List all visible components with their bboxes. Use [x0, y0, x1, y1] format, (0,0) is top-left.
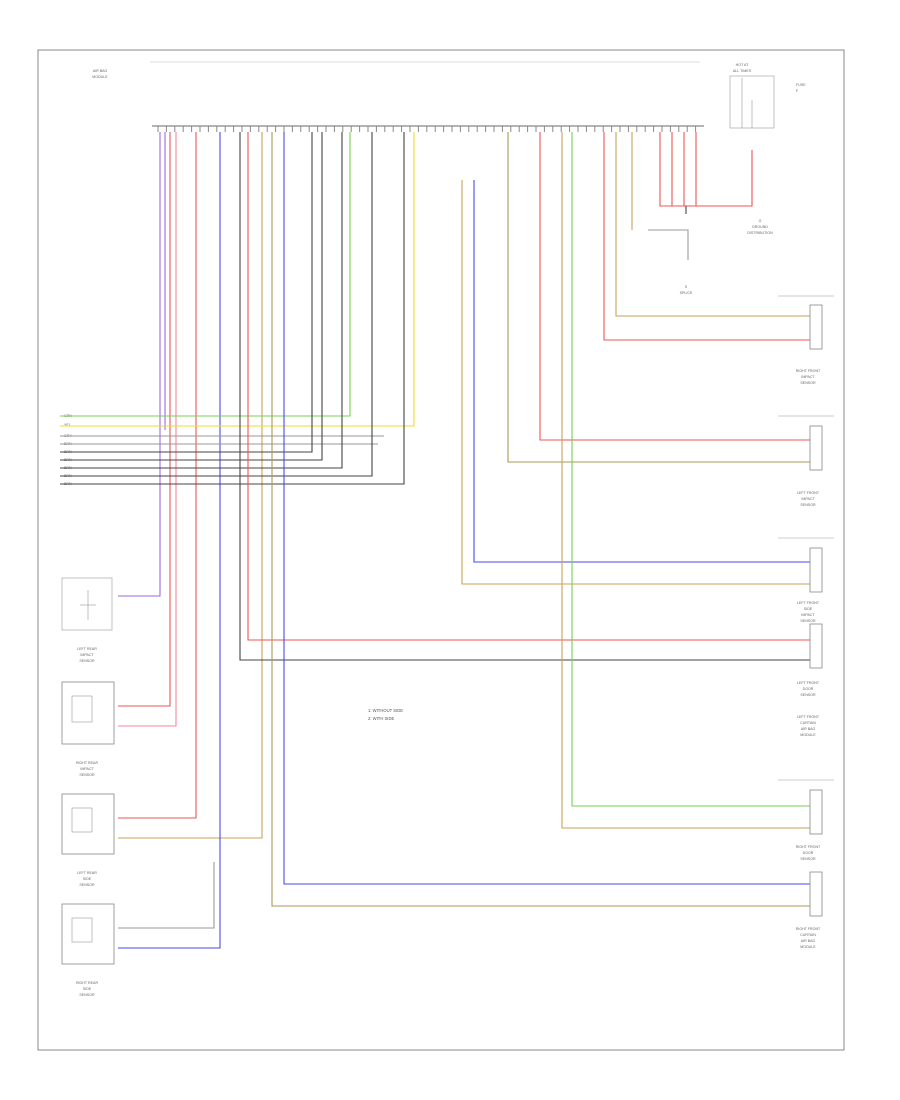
svg-text:IMPACT: IMPACT	[801, 375, 815, 379]
wire-trace	[118, 132, 263, 839]
right-rear-side-sensor: RIGHT REAR SIDE SENSOR	[61, 903, 115, 997]
wire-trace	[60, 132, 343, 469]
svg-text:SENSOR: SENSOR	[800, 693, 816, 697]
svg-text:SIDE: SIDE	[83, 877, 92, 881]
svg-text:DOOR: DOOR	[803, 851, 814, 855]
svg-text:SENSOR: SENSOR	[800, 503, 816, 507]
left-rear-impact-sensor: LEFT REAR IMPACT SENSOR	[61, 577, 113, 663]
wire-trace	[271, 132, 810, 907]
svg-text:MODULE: MODULE	[800, 733, 816, 737]
label-left-front-seat-sensor: LEFT FRONT SIDE IMPACT SENSOR	[797, 601, 820, 623]
label-left-front-impact-sensor: LEFT FRONT IMPACT SENSOR	[797, 491, 820, 507]
svg-text:SENSOR: SENSOR	[800, 619, 816, 623]
wire-trace	[648, 229, 689, 260]
fuse-label-2: F	[796, 89, 799, 93]
wire-trace	[659, 132, 753, 207]
svg-text:IMPACT: IMPACT	[801, 497, 815, 501]
wire-trace	[461, 180, 810, 585]
wire-trace	[539, 132, 810, 441]
wire-trace	[118, 132, 171, 707]
svg-text:RIGHT FRONT: RIGHT FRONT	[796, 845, 821, 849]
connector-left-front-curtain	[809, 623, 823, 669]
svg-text:LEFT FRONT: LEFT FRONT	[797, 681, 820, 685]
svg-text:SENSOR: SENSOR	[79, 659, 95, 663]
svg-text:LEFT FRONT: LEFT FRONT	[797, 715, 820, 719]
splice-label-1: S	[685, 285, 688, 289]
connector-left-front-door	[778, 537, 834, 593]
svg-text:LEFT REAR: LEFT REAR	[77, 871, 97, 875]
connector-right-front-curtain	[809, 871, 823, 917]
bus-label: YEL	[64, 423, 71, 427]
svg-text:SIDE: SIDE	[804, 607, 813, 611]
wire-trace	[473, 180, 810, 563]
module-title-line-2: MODULE	[92, 75, 108, 79]
wire-trace	[507, 132, 810, 463]
label-left-front-door-sensor: LEFT FRONT DOOR SENSOR	[797, 681, 820, 697]
right-rear-impact-sensor: RIGHT REAR IMPACT SENSOR	[61, 681, 115, 777]
connector-right-front-impact	[778, 295, 834, 350]
svg-text:SENSOR: SENSOR	[800, 381, 816, 385]
wire-trace	[615, 132, 810, 317]
ground-label-3: DISTRIBUTION	[747, 231, 773, 235]
diagram-frame	[37, 49, 845, 1051]
svg-text:SENSOR: SENSOR	[79, 773, 95, 777]
svg-text:RIGHT FRONT: RIGHT FRONT	[796, 927, 821, 931]
svg-text:SENSOR: SENSOR	[79, 993, 95, 997]
svg-text:RIGHT REAR: RIGHT REAR	[76, 761, 99, 765]
fuse-title-line-2: ALL TIMES	[733, 69, 752, 73]
ground-label-2: GROUND	[752, 225, 768, 229]
svg-text:LEFT REAR: LEFT REAR	[77, 647, 97, 651]
svg-text:LEFT FRONT: LEFT FRONT	[797, 491, 820, 495]
fuse-title-line-1: HOT AT	[736, 63, 749, 67]
label-right-front-curtain: RIGHT FRONT CURTAIN AIR BAG MODULE	[796, 927, 821, 949]
svg-text:MODULE: MODULE	[800, 945, 816, 949]
legend-line-2: 2: WITH SIDE	[368, 716, 394, 721]
wire-trace	[603, 132, 810, 341]
svg-text:IMPACT: IMPACT	[80, 653, 94, 657]
svg-text:RIGHT REAR: RIGHT REAR	[76, 981, 99, 985]
wire-trace	[239, 132, 810, 661]
wire-trace	[561, 132, 810, 829]
svg-text:DOOR: DOOR	[803, 687, 814, 691]
svg-text:RIGHT FRONT: RIGHT FRONT	[796, 369, 821, 373]
connector-right-front-door	[778, 779, 834, 835]
fuse-label-1: FUSE	[796, 83, 806, 87]
wire-trace	[118, 132, 177, 727]
svg-text:IMPACT: IMPACT	[80, 767, 94, 771]
svg-text:SENSOR: SENSOR	[800, 857, 816, 861]
wires	[60, 126, 810, 949]
svg-text:AIR BAG: AIR BAG	[801, 727, 816, 731]
label-right-front-door-sensor: RIGHT FRONT DOOR SENSOR	[796, 845, 821, 861]
svg-text:CURTAIN: CURTAIN	[800, 933, 816, 937]
wire-trace	[60, 132, 415, 427]
ground-label-1: G	[759, 219, 762, 223]
legend-line-1: 1: WITHOUT SIDE	[368, 708, 403, 713]
wire-trace	[60, 132, 351, 417]
left-rear-side-sensor: LEFT REAR SIDE SENSOR	[61, 793, 115, 887]
svg-text:LEFT FRONT: LEFT FRONT	[797, 601, 820, 605]
connector-left-front-impact	[778, 415, 834, 471]
wire-trace	[283, 132, 810, 885]
wire-trace	[247, 132, 810, 641]
wire-trace	[571, 132, 810, 807]
wire-trace	[60, 132, 405, 485]
svg-text:AIR BAG: AIR BAG	[801, 939, 816, 943]
wire-trace	[118, 132, 197, 819]
wire-trace	[118, 132, 161, 597]
splice-label-2: SPLICE	[680, 291, 693, 295]
wire-trace	[60, 132, 313, 453]
label-right-front-impact-sensor: RIGHT FRONT IMPACT SENSOR	[796, 369, 821, 385]
module-title-line-1: AIR BAG	[93, 69, 108, 73]
svg-text:IMPACT: IMPACT	[801, 613, 815, 617]
svg-text:SENSOR: SENSOR	[79, 883, 95, 887]
bus-labels: GRN YEL GRY BRN BRN BRN BRN BRN BRN	[64, 414, 72, 486]
wire-trace	[118, 862, 215, 929]
wire-trace	[60, 132, 373, 477]
wire-trace	[60, 132, 323, 461]
label-left-front-curtain: LEFT FRONT CURTAIN AIR BAG MODULE	[797, 715, 820, 737]
wire-trace	[118, 132, 221, 949]
svg-text:SIDE: SIDE	[83, 987, 92, 991]
svg-text:CURTAIN: CURTAIN	[800, 721, 816, 725]
